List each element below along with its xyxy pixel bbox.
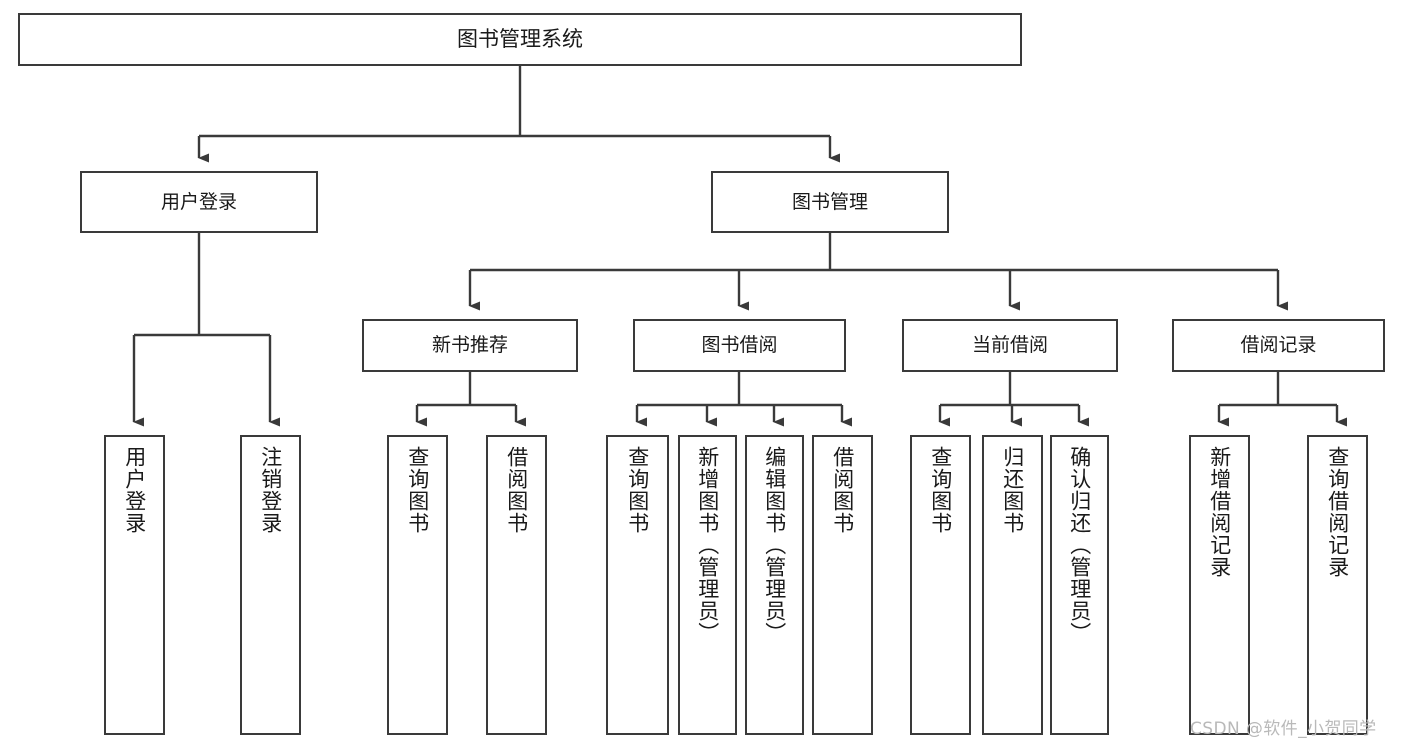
node-leaf-add-borrow-record[interactable]: 新增借阅记录 [1189,435,1250,735]
node-book-manage-label: 图书管理 [791,190,868,213]
node-borrow-record[interactable]: 借阅记录 [1172,319,1385,372]
node-leaf-query-borrow-record[interactable]: 查询借阅记录 [1307,435,1368,735]
node-leaf-edit-book-admin[interactable]: 编辑图书（管理员） [745,435,804,735]
node-user-login-label: 用户登录 [160,190,237,213]
node-current-borrow-label: 当前借阅 [971,334,1048,357]
node-leaf-query-book-borrow[interactable]: 查询图书 [606,435,669,735]
node-leaf-add-book-admin-label: 新增图书（管理员） [695,446,720,644]
node-leaf-logout-label: 注销登录 [258,446,283,534]
node-leaf-return-book[interactable]: 归还图书 [982,435,1043,735]
node-leaf-add-borrow-record-label: 新增借阅记录 [1207,446,1232,578]
node-current-borrow[interactable]: 当前借阅 [902,319,1118,372]
node-book-manage[interactable]: 图书管理 [711,171,949,233]
node-leaf-query-book-current[interactable]: 查询图书 [910,435,971,735]
node-borrow-record-label: 借阅记录 [1240,334,1317,357]
csdn-watermark: CSDN @软件_小贺同学 [1190,719,1377,739]
node-leaf-user-login[interactable]: 用户登录 [104,435,165,735]
node-leaf-user-login-label: 用户登录 [122,446,147,534]
node-user-login[interactable]: 用户登录 [80,171,318,233]
node-leaf-confirm-return-admin-label: 确认归还（管理员） [1067,446,1092,644]
node-leaf-query-book-borrow-label: 查询图书 [625,446,650,534]
node-leaf-query-book-rec-label: 查询图书 [405,446,430,534]
node-leaf-borrow-book-rec-label: 借阅图书 [504,446,529,534]
node-new-book-rec[interactable]: 新书推荐 [362,319,578,372]
node-leaf-add-book-admin[interactable]: 新增图书（管理员） [678,435,737,735]
node-leaf-borrow-book-rec[interactable]: 借阅图书 [486,435,547,735]
node-leaf-confirm-return-admin[interactable]: 确认归还（管理员） [1050,435,1109,735]
node-leaf-query-book-rec[interactable]: 查询图书 [387,435,448,735]
node-book-borrow[interactable]: 图书借阅 [633,319,846,372]
node-book-borrow-label: 图书借阅 [701,334,778,357]
node-leaf-return-book-label: 归还图书 [1000,446,1025,534]
node-leaf-borrow-book[interactable]: 借阅图书 [812,435,873,735]
node-leaf-query-book-current-label: 查询图书 [928,446,953,534]
node-root-label: 图书管理系统 [457,27,583,52]
node-leaf-logout[interactable]: 注销登录 [240,435,301,735]
node-root[interactable]: 图书管理系统 [18,13,1022,66]
node-leaf-query-borrow-record-label: 查询借阅记录 [1325,446,1350,578]
node-leaf-borrow-book-label: 借阅图书 [830,446,855,534]
node-new-book-rec-label: 新书推荐 [431,334,508,357]
node-leaf-edit-book-admin-label: 编辑图书（管理员） [762,446,787,644]
